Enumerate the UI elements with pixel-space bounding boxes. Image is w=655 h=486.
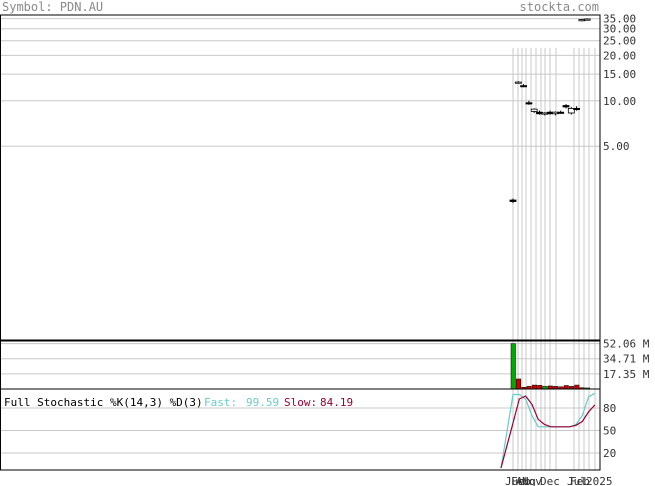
price-candle bbox=[509, 199, 517, 202]
volume-tick-label: 52.06 M bbox=[603, 338, 650, 351]
slow-label: Slow: bbox=[284, 396, 317, 409]
stochastic-tick-label: 20 bbox=[603, 447, 616, 460]
price-candle bbox=[530, 108, 538, 112]
stochastic-slow-line bbox=[500, 395, 596, 469]
volume-bar bbox=[563, 385, 569, 390]
price-tick-label: 15.00 bbox=[603, 68, 636, 81]
volume-bar bbox=[510, 343, 516, 390]
volume-bar bbox=[531, 384, 537, 390]
price-candle bbox=[567, 108, 575, 114]
price-candle bbox=[520, 85, 527, 88]
stochastic-frame bbox=[0, 388, 601, 471]
x-tick-label: 2025 bbox=[586, 475, 613, 486]
stochastic-title: Full Stochastic %K(14,3) %D(3) bbox=[4, 396, 203, 409]
fast-label: Fast: bbox=[204, 396, 237, 409]
price-tick-label: 5.00 bbox=[603, 140, 630, 153]
price-tick-label: 20.00 bbox=[603, 49, 636, 62]
stochastic-panel: Full Stochastic %K(14,3) %D(3) Fast: 99.… bbox=[1, 392, 616, 469]
price-tick-label: 25.00 bbox=[603, 35, 636, 48]
x-tick-label: Nov bbox=[522, 475, 542, 486]
price-candle bbox=[514, 81, 522, 84]
stochastic-tick-label: 80 bbox=[603, 402, 616, 415]
x-tick-label: Feb bbox=[570, 475, 590, 486]
price-candle bbox=[573, 108, 580, 111]
price-tick-label: 10.00 bbox=[603, 95, 636, 108]
x-tick-label: Feb bbox=[511, 475, 531, 486]
x-tick-label: Dec bbox=[540, 475, 560, 486]
volume-panel: 52.06 M 34.71 M 17.35 M bbox=[1, 338, 650, 390]
price-candle bbox=[562, 105, 570, 108]
volume-tick-label: 17.35 M bbox=[603, 368, 650, 381]
price-candle bbox=[525, 102, 533, 105]
volume-tick-label: 34.71 M bbox=[603, 353, 650, 366]
volume-frame bbox=[0, 340, 601, 390]
stochastic-tick-label: 50 bbox=[603, 425, 616, 438]
symbol-label: Symbol: PDN.AU bbox=[2, 0, 103, 14]
volume-bar bbox=[537, 385, 543, 390]
x-tick-label: Jul bbox=[567, 475, 587, 486]
price-candle bbox=[583, 18, 591, 21]
x-tick-label: Aug bbox=[516, 475, 536, 486]
x-tick-label: Jun bbox=[505, 475, 525, 486]
volume-bar bbox=[516, 378, 522, 390]
slow-value: 84.19 bbox=[320, 396, 353, 409]
volume-bar bbox=[574, 384, 580, 390]
site-label: stockta.com bbox=[520, 0, 599, 14]
fast-value: 99.59 bbox=[246, 396, 279, 409]
price-candle bbox=[557, 111, 565, 114]
price-tick-label: 30.00 bbox=[603, 23, 636, 36]
price-tick-label: 35.00 bbox=[603, 13, 636, 26]
price-frame bbox=[0, 14, 601, 341]
